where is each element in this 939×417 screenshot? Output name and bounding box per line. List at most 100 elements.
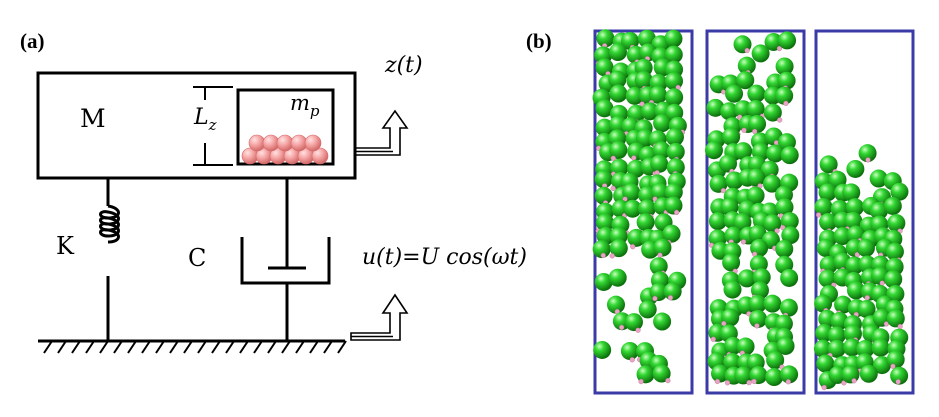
- sphere: [720, 102, 739, 121]
- panel-b-simulation-snapshots: (b): [526, 29, 915, 395]
- atom: [746, 380, 752, 386]
- sphere: [592, 240, 611, 259]
- ground-hatch: [127, 340, 137, 354]
- sphere: [763, 103, 782, 122]
- sphere: [834, 295, 853, 314]
- particle-container: [236, 88, 335, 166]
- atom: [665, 377, 671, 384]
- sphere: [775, 239, 794, 258]
- sphere: [776, 336, 795, 355]
- sphere: [663, 282, 682, 301]
- sphere: [779, 298, 798, 317]
- atom: [815, 212, 822, 218]
- sphere: [871, 338, 890, 357]
- atom: [630, 244, 636, 250]
- sphere: [623, 199, 642, 218]
- sphere: [737, 269, 756, 288]
- sphere: [830, 312, 849, 331]
- sphere: [775, 57, 794, 76]
- sphere: [842, 183, 861, 202]
- sphere: [734, 366, 753, 385]
- sphere: [608, 268, 627, 287]
- atom: [774, 228, 780, 234]
- sphere-cluster: [704, 31, 800, 387]
- atom: [754, 323, 760, 329]
- sphere-cluster: [592, 29, 687, 385]
- sphere: [593, 340, 612, 359]
- sphere: [845, 198, 864, 217]
- sphere: [766, 351, 785, 370]
- excitation-arrow: [350, 293, 409, 341]
- ground-hatch: [99, 340, 109, 354]
- sphere: [777, 71, 796, 90]
- sphere: [736, 337, 755, 356]
- sphere: [652, 364, 671, 383]
- particle-mass-label: mp: [290, 91, 320, 120]
- particle-bed: [241, 134, 329, 165]
- atom: [783, 100, 789, 106]
- sphere: [813, 339, 832, 358]
- sphere: [886, 309, 905, 328]
- excitation-label: u(t)=U cos(ωt): [362, 245, 527, 270]
- sphere: [638, 300, 657, 319]
- sphere: [781, 226, 800, 245]
- ground-hatch: [183, 340, 193, 354]
- atom: [714, 378, 720, 385]
- ground-hatch: [141, 340, 151, 354]
- sphere: [664, 183, 683, 202]
- sphere: [725, 84, 744, 103]
- atom: [609, 253, 615, 259]
- atom: [851, 378, 857, 384]
- ground-hatch: [239, 340, 249, 354]
- atom: [674, 209, 680, 216]
- ground-hatch: [295, 340, 305, 354]
- atom: [631, 155, 637, 161]
- sphere: [708, 212, 727, 231]
- sphere: [843, 338, 862, 357]
- sphere: [846, 281, 865, 300]
- atom: [744, 47, 750, 54]
- sphere: [608, 70, 627, 89]
- ground-hatch: [155, 340, 165, 354]
- sphere: [816, 354, 835, 373]
- atom: [751, 378, 757, 385]
- sphere: [819, 213, 838, 232]
- sphere: [763, 294, 782, 313]
- sphere: [596, 29, 615, 48]
- sphere: [751, 44, 770, 63]
- sphere: [734, 142, 753, 161]
- ground-hatch: [253, 340, 263, 354]
- ground-hatch: [267, 340, 277, 354]
- sphere: [609, 239, 628, 258]
- sphere: [845, 256, 864, 275]
- sphere: [594, 272, 613, 291]
- spring-label: K: [56, 232, 75, 260]
- sphere: [606, 295, 625, 314]
- sphere: [843, 324, 862, 343]
- sphere: [637, 29, 656, 48]
- sphere: [883, 196, 902, 215]
- particle: [276, 134, 294, 152]
- atom: [895, 379, 901, 385]
- particle: [290, 134, 308, 152]
- sphere: [662, 224, 681, 243]
- sphere: [752, 268, 771, 287]
- sphere: [856, 239, 875, 258]
- sphere: [763, 214, 782, 233]
- length-label: Lz: [193, 105, 217, 134]
- sphere: [722, 127, 741, 146]
- sphere: [748, 114, 767, 133]
- sphere: [766, 144, 785, 163]
- ground-hatch: [71, 340, 81, 354]
- sphere: [884, 270, 903, 289]
- sphere: [737, 56, 756, 75]
- atom: [657, 252, 663, 258]
- sphere: [666, 158, 685, 177]
- sphere: [886, 350, 905, 369]
- particle: [248, 134, 266, 152]
- sphere: [652, 141, 671, 160]
- sphere: [609, 84, 628, 103]
- atom: [777, 117, 783, 123]
- atom: [785, 379, 791, 385]
- response-arrow: [354, 109, 409, 156]
